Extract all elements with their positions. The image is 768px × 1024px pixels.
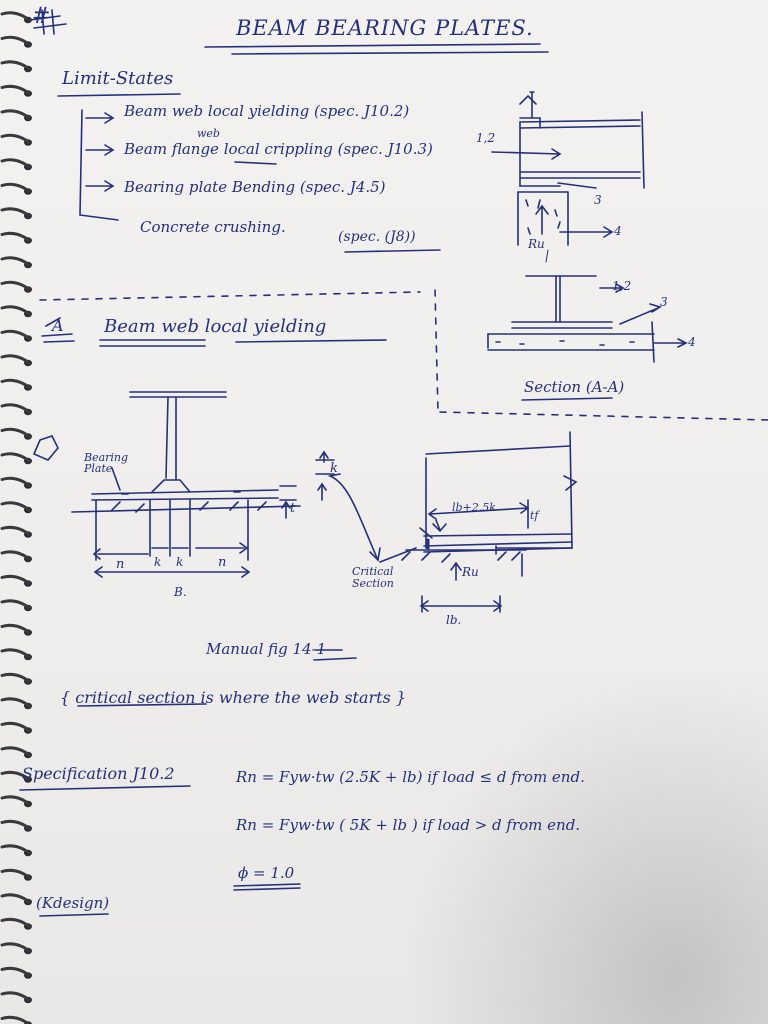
- label-lb-2-5k: lb+2.5k: [452, 501, 496, 514]
- phi-value: ϕ = 1.0: [238, 864, 295, 882]
- binding-ring: [0, 844, 31, 855]
- label-bearing-plate: Bearing Plate: [84, 451, 129, 475]
- section-aa-caption: Section (A-A): [524, 378, 625, 396]
- binding-ring: [0, 672, 31, 683]
- binding-ring: [0, 721, 31, 732]
- page-title: BEAM BEARING PLATES.: [236, 16, 534, 40]
- binding-ring: [0, 403, 31, 414]
- label-critical-section: Critical Section: [352, 565, 394, 591]
- manual-fig-sketch: [379, 431, 578, 613]
- label-4-top: 4: [614, 224, 622, 238]
- binding-ring: [0, 280, 31, 291]
- binding-ring: [0, 256, 31, 267]
- label-n-left: n: [116, 557, 125, 572]
- label-b: B.: [174, 585, 187, 599]
- label-3: 3: [660, 295, 668, 309]
- binding-ring: [0, 182, 31, 193]
- binding-ring: [0, 868, 31, 879]
- binding-ring: [0, 795, 31, 806]
- label-ru: Ru: [462, 565, 479, 579]
- spec-label: Specification J10.2: [22, 764, 175, 783]
- binding-ring: [0, 84, 31, 95]
- binding-ring: [0, 476, 31, 487]
- binding-ring: [0, 770, 31, 781]
- binding-ring: [0, 746, 31, 757]
- binding-ring: [0, 305, 31, 316]
- label-k-left: k: [154, 555, 162, 569]
- label-tf: tf: [530, 509, 539, 522]
- heading-a-title: Beam web local yielding: [104, 316, 327, 337]
- binding-ring: [0, 917, 31, 928]
- binding-ring: [0, 109, 31, 120]
- binding-ring: [0, 35, 31, 46]
- label-k-right: k: [176, 555, 184, 569]
- section-sketch-top: [491, 91, 645, 263]
- binding-ring: [0, 427, 31, 438]
- binding-ring: [0, 966, 31, 977]
- page-number: #: [32, 4, 51, 29]
- binding-ring: [0, 893, 31, 904]
- binding-ring: [0, 942, 31, 953]
- section-aa-sketch: [487, 275, 688, 401]
- critical-section-arrow: [315, 450, 381, 562]
- binding-ring: [0, 623, 31, 634]
- label-1-2-top: 1,2: [476, 131, 496, 145]
- binding-ring: [0, 991, 31, 1002]
- limit-state-4-spec: (spec. (J8)): [338, 229, 416, 245]
- binding-ring: [0, 599, 31, 610]
- label-3-top: 3: [594, 193, 602, 207]
- limit-states-heading: Limit-States: [62, 68, 174, 89]
- label-n-right: n: [218, 555, 227, 570]
- label-t: t: [290, 501, 296, 516]
- heading-a-underline: [41, 317, 387, 347]
- k-design-note: (Kdesign): [36, 894, 110, 912]
- binding-ring: [0, 525, 31, 536]
- binding-ring: [0, 1015, 31, 1024]
- binding-ring: [0, 329, 31, 340]
- heading-a-marker: A: [52, 316, 64, 335]
- header-underlines: [29, 9, 549, 97]
- limit-state-2: Beam flange local crippling (spec. J10.3…: [124, 140, 433, 158]
- equation-1: Rn = Fyw·tw (2.5K + lb) if load ≤ d from…: [236, 768, 585, 786]
- text-underlines: [19, 649, 357, 917]
- label-4: 4: [688, 335, 696, 349]
- binding-ring: [0, 574, 31, 585]
- label-1-2: 1,2: [612, 279, 632, 293]
- binding-ring: [0, 158, 31, 169]
- binding-ring: [0, 207, 31, 218]
- binding-ring: [0, 354, 31, 365]
- label-lb: lb.: [446, 613, 462, 627]
- binding-ring: [0, 11, 31, 22]
- limit-state-2-annotation: web: [197, 127, 220, 140]
- binding-ring: [0, 648, 31, 659]
- label-ru-top: Ru: [528, 237, 545, 251]
- binding-ring: [0, 697, 31, 708]
- binding-ring: [0, 452, 31, 463]
- binding-ring: [0, 378, 31, 389]
- label-k-side: k: [330, 461, 338, 476]
- binding-ring: [0, 501, 31, 512]
- limit-state-4: Concrete crushing.: [140, 218, 286, 236]
- binding-ring: [0, 231, 31, 242]
- limit-state-3: Bearing plate Bending (spec. J4.5): [124, 178, 386, 196]
- binding-ring: [0, 550, 31, 561]
- limit-state-1: Beam web local yielding (spec. J10.2): [124, 102, 410, 120]
- binding-ring: [0, 60, 31, 71]
- divider: [39, 289, 768, 421]
- binding-ring: [0, 819, 31, 830]
- binding-ring: [0, 133, 31, 144]
- limit-states-bracket: [79, 109, 441, 253]
- spiral-binding: [0, 11, 32, 1024]
- critical-section-note: { critical section is where the web star…: [60, 688, 407, 707]
- elevation-sketch: [32, 391, 301, 578]
- equation-2: Rn = Fyw·tw ( 5K + lb ) if load > d from…: [236, 816, 581, 834]
- manual-fig-caption: Manual fig 14-1: [206, 640, 327, 658]
